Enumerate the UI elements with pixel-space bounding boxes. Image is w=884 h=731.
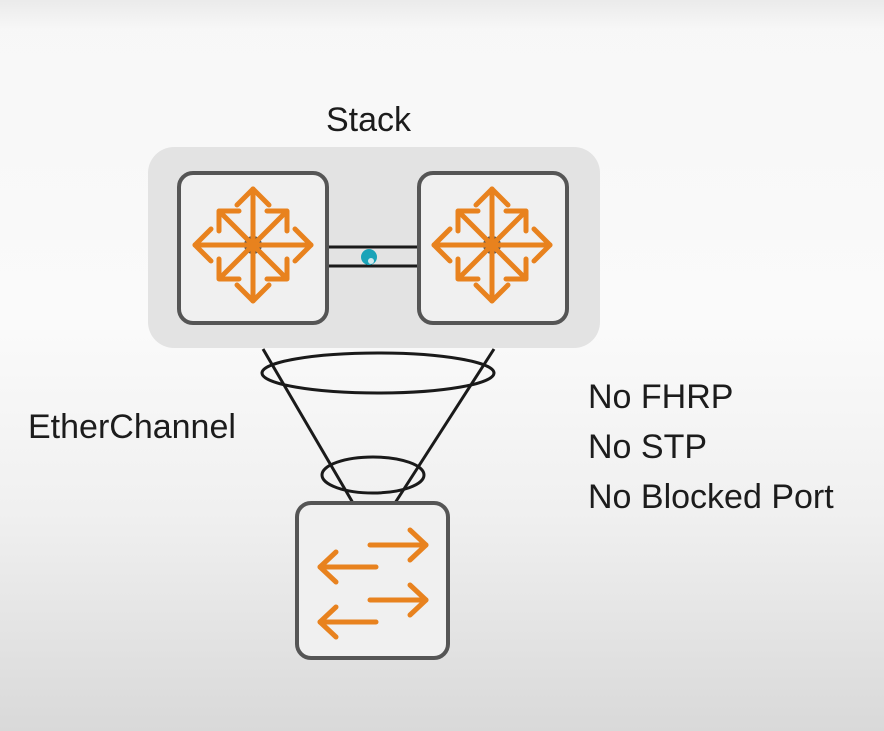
etherchannel-label: EtherChannel (28, 408, 236, 446)
access-switch[interactable] (295, 501, 450, 660)
switch-bidirectional-arrows-icon (317, 527, 429, 640)
note-no-fhrp: No FHRP (588, 378, 734, 416)
cursor-indicator (361, 249, 377, 265)
etherchannel-link-right (393, 348, 496, 504)
core-switch-right[interactable] (417, 171, 569, 325)
etherchannel-bundle-lower (320, 455, 426, 495)
note-no-stp: No STP (588, 428, 708, 466)
etherchannel-link-left (261, 348, 355, 504)
note-no-blocked-port: No Blocked Port (588, 478, 834, 516)
etherchannel-bundle-upper (260, 351, 496, 395)
stack-title: Stack (326, 101, 412, 139)
core-switch-left[interactable] (177, 171, 329, 325)
top-shade (0, 0, 884, 30)
notes-list: No FHRP No STP No Blocked Port (588, 380, 834, 530)
